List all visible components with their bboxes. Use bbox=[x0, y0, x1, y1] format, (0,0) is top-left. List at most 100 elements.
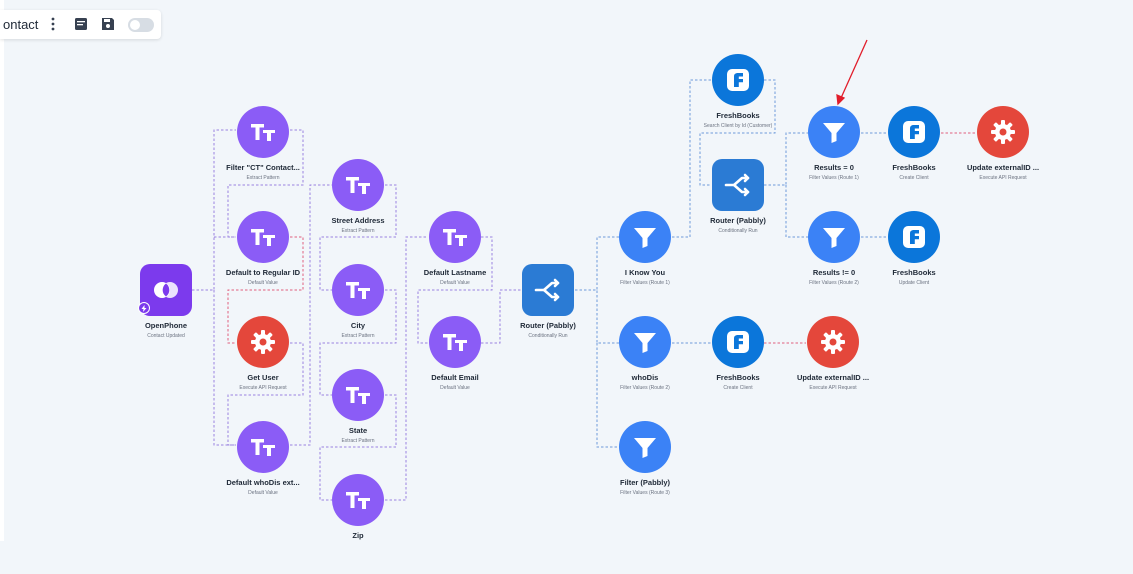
filter-icon bbox=[619, 421, 671, 473]
node-subtitle: Filter Values (Route 3) bbox=[620, 490, 670, 496]
freshbooks-logo-icon bbox=[712, 316, 764, 368]
freshbooks-logo-icon bbox=[888, 106, 940, 158]
node-freshbooks-search[interactable]: FreshBooks Search Client by Id (Customer… bbox=[678, 54, 798, 154]
node-state[interactable]: State Extract Pattern bbox=[298, 369, 418, 469]
text-formatter-icon bbox=[332, 264, 384, 316]
node-results-nonzero[interactable]: Results != 0 Filter Values (Route 2) bbox=[774, 211, 894, 311]
toggle-knob bbox=[130, 20, 140, 30]
node-subtitle: Contact Updated bbox=[147, 333, 185, 339]
node-subtitle: Default Value bbox=[248, 490, 278, 496]
node-subtitle: Create Client bbox=[899, 175, 929, 181]
more-vertical-icon[interactable] bbox=[44, 15, 62, 33]
node-title: Results = 0 bbox=[814, 163, 854, 172]
node-filter-ct-contact[interactable]: Filter "CT" Contact... Extract Pattern bbox=[203, 106, 323, 206]
node-subtitle: Extract Pattern bbox=[341, 438, 375, 444]
node-title: Default whoDis ext... bbox=[226, 478, 300, 487]
node-router-2[interactable]: Router (Pabbly) Conditionally Run bbox=[678, 159, 798, 259]
node-title: Default Email bbox=[431, 373, 479, 382]
node-title: Filter "CT" Contact... bbox=[226, 163, 300, 172]
node-title: Filter (Pabbly) bbox=[619, 478, 670, 487]
node-subtitle: Filter Values (Route 2) bbox=[620, 385, 670, 391]
gear-icon bbox=[237, 316, 289, 368]
node-subtitle: Filter Values (Route 2) bbox=[809, 280, 859, 286]
node-freshbooks-create-2[interactable]: FreshBooks Create Client bbox=[854, 106, 974, 206]
node-default-whodis[interactable]: Default whoDis ext... Default Value bbox=[203, 421, 323, 521]
node-city[interactable]: City Extract Pattern bbox=[298, 264, 418, 364]
node-title: OpenPhone bbox=[144, 321, 188, 330]
node-subtitle: Execute API Request bbox=[239, 385, 287, 391]
text-formatter-icon bbox=[332, 159, 384, 211]
node-title: Update externalID ... bbox=[796, 373, 870, 382]
node-freshbooks-update[interactable]: FreshBooks Update Client bbox=[854, 211, 974, 311]
workflow-connections bbox=[192, 39, 976, 501]
node-title: FreshBooks bbox=[892, 268, 936, 277]
node-default-regular-id[interactable]: Default to Regular ID Default Value bbox=[203, 211, 323, 311]
text-formatter-icon bbox=[332, 369, 384, 421]
node-subtitle: Default Value bbox=[440, 385, 470, 391]
node-default-lastname[interactable]: Default Lastname Default Value bbox=[395, 211, 515, 311]
node-update-external-1[interactable]: Update externalID ... Execute API Reques… bbox=[773, 316, 893, 416]
freshbooks-logo-icon bbox=[712, 54, 764, 106]
workflow-canvas[interactable]: ontact OpenPhone Contact Updated Filter … bbox=[0, 0, 1133, 541]
workflow-title[interactable]: ontact bbox=[3, 17, 39, 32]
node-title: Get User bbox=[247, 373, 279, 382]
node-title: Street Address bbox=[331, 216, 385, 225]
router-icon bbox=[712, 159, 764, 211]
toolbar: ontact bbox=[0, 10, 161, 39]
node-update-external-2[interactable]: Update externalID ... Execute API Reques… bbox=[943, 106, 1063, 206]
node-title: Router (Pabbly) bbox=[710, 216, 766, 225]
node-subtitle: Filter Values (Route 1) bbox=[809, 175, 859, 181]
node-subtitle: Search Client by Id (Customer) bbox=[703, 123, 773, 129]
filter-icon bbox=[808, 106, 860, 158]
text-formatter-icon bbox=[237, 211, 289, 263]
node-whodis[interactable]: whoDis Filter Values (Route 2) bbox=[585, 316, 705, 416]
node-subtitle: Update Client bbox=[898, 280, 930, 286]
node-title: whoDis bbox=[631, 373, 659, 382]
trigger-bolt-icon bbox=[138, 302, 150, 314]
node-subtitle: Execute API Request bbox=[809, 385, 857, 391]
filter-icon bbox=[619, 316, 671, 368]
save-icon[interactable] bbox=[99, 15, 117, 33]
node-title: FreshBooks bbox=[892, 163, 936, 172]
node-subtitle: Execute API Request bbox=[979, 175, 1027, 181]
node-subtitle: Filter Values (Route 1) bbox=[620, 280, 670, 286]
text-formatter-icon bbox=[332, 474, 384, 526]
node-title: City bbox=[350, 321, 366, 330]
freshbooks-logo-icon bbox=[888, 211, 940, 263]
node-subtitle: Extract Pattern bbox=[246, 175, 280, 181]
text-formatter-icon bbox=[237, 106, 289, 158]
node-openphone[interactable]: OpenPhone Contact Updated bbox=[106, 264, 226, 364]
gear-icon bbox=[807, 316, 859, 368]
filter-icon bbox=[808, 211, 860, 263]
node-default-email[interactable]: Default Email Default Value bbox=[395, 316, 515, 416]
node-subtitle: Conditionally Run bbox=[718, 228, 758, 234]
notes-icon[interactable] bbox=[72, 15, 90, 33]
text-formatter-icon bbox=[429, 211, 481, 263]
node-router-main[interactable]: Router (Pabbly) Conditionally Run bbox=[488, 264, 608, 364]
annotation-arrow bbox=[836, 39, 868, 106]
node-title: State bbox=[348, 426, 368, 435]
node-street-address[interactable]: Street Address Extract Pattern bbox=[298, 159, 418, 259]
text-formatter-icon bbox=[429, 316, 481, 368]
node-subtitle: Default Value bbox=[248, 280, 278, 286]
node-zip[interactable]: Zip bbox=[298, 474, 418, 574]
workflow-active-toggle[interactable] bbox=[128, 18, 154, 32]
node-title: FreshBooks bbox=[716, 111, 760, 120]
filter-icon bbox=[619, 211, 671, 263]
node-results-zero[interactable]: Results = 0 Filter Values (Route 1) bbox=[774, 106, 894, 206]
node-subtitle: Extract Pattern bbox=[341, 333, 375, 339]
gear-icon bbox=[977, 106, 1029, 158]
node-filter-pabbly[interactable]: Filter (Pabbly) Filter Values (Route 3) bbox=[585, 421, 705, 521]
node-subtitle: Default Value bbox=[440, 280, 470, 286]
node-i-know-you[interactable]: I Know You Filter Values (Route 1) bbox=[585, 211, 705, 311]
node-get-user[interactable]: Get User Execute API Request bbox=[203, 316, 323, 416]
node-title: I Know You bbox=[624, 268, 666, 277]
node-title: Results != 0 bbox=[812, 268, 856, 277]
node-title: Default Lastname bbox=[423, 268, 487, 277]
node-title: FreshBooks bbox=[716, 373, 760, 382]
node-subtitle: Conditionally Run bbox=[528, 333, 568, 339]
router-icon bbox=[522, 264, 574, 316]
node-freshbooks-create-1[interactable]: FreshBooks Create Client bbox=[678, 316, 798, 416]
left-panel-edge bbox=[0, 0, 4, 541]
node-title: Zip bbox=[352, 531, 364, 540]
